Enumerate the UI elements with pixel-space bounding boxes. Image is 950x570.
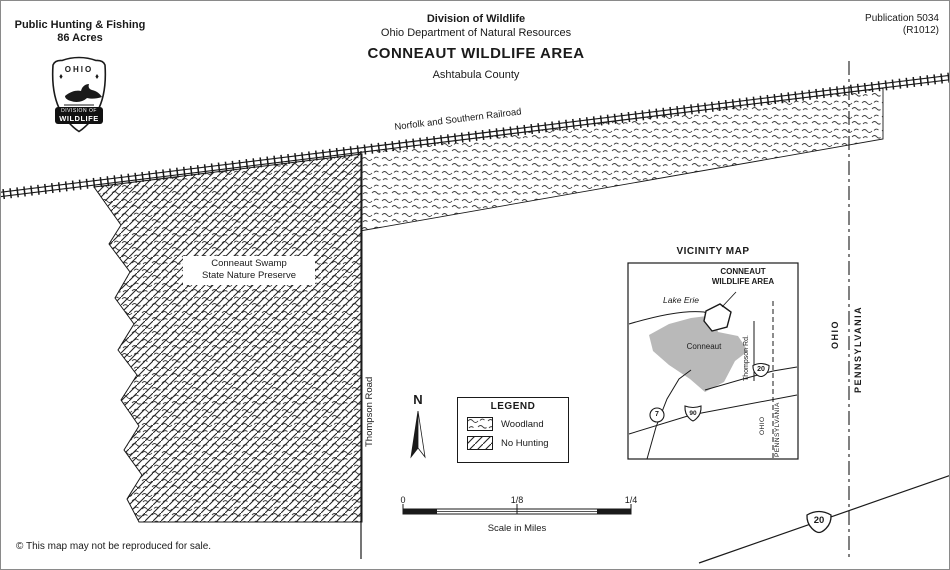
badge-star-right	[95, 74, 99, 79]
vicinity-area-line2: WILDLIFE AREA	[711, 277, 775, 286]
publication-number: Publication 5034	[865, 13, 939, 24]
header-left-line1: Public Hunting & Fishing	[14, 19, 146, 31]
vicinity-route7-label: 7	[655, 411, 659, 418]
scale-bar	[402, 504, 632, 515]
legend-title: LEGEND	[490, 401, 536, 412]
agency-department: Ohio Department of Natural Resources	[380, 27, 572, 39]
interstate-90-shield	[684, 405, 702, 422]
state-label-pennsylvania: PENNSYLVANIA	[853, 305, 863, 393]
us-20-shield	[806, 510, 832, 534]
scale-caption: Scale in Miles	[487, 523, 547, 534]
vicinity-us20-shield	[752, 362, 770, 378]
duck-icon	[65, 84, 102, 102]
vicinity-area-line1: CONNEAUT	[720, 267, 766, 276]
badge-banner	[55, 107, 103, 124]
railroad-line	[1, 72, 949, 200]
vicinity-route7-road	[646, 369, 692, 460]
preserve-area-hatch	[93, 153, 363, 523]
wildlife-area-marker	[703, 303, 732, 332]
us-20-shield-label: 20	[813, 515, 825, 526]
vicinity-map	[627, 262, 799, 460]
woodland-swatch	[467, 417, 493, 431]
page-title: CONNEAUT WILDLIFE AREA	[367, 45, 585, 62]
legend-item-label: Woodland	[501, 418, 544, 430]
county-label: Ashtabula County	[432, 69, 520, 81]
wildlife-area-pointer	[721, 291, 737, 308]
conneaut-city-area	[649, 316, 748, 392]
state-label-ohio: OHIO	[830, 319, 840, 349]
scale-tick-0: 0	[400, 495, 406, 505]
route-7-marker	[649, 407, 665, 423]
vicinity-city-label: Conneaut	[686, 342, 722, 351]
vicinity-us20-label: 20	[757, 366, 765, 373]
badge-banner-line2: WILDLIFE	[59, 113, 99, 123]
vicinity-pennsylvania-label: PENNSYLVANIA	[774, 402, 781, 457]
preserve-label: Conneaut Swamp State Nature Preserve	[183, 256, 315, 285]
vicinity-ohio-label: OHIO	[759, 416, 766, 435]
badge-banner-line1: DIVISION OF	[61, 107, 97, 114]
vicinity-lake-label: Lake Erie	[663, 295, 699, 305]
woodland-area-north	[359, 87, 884, 232]
badge-star-left	[59, 74, 63, 79]
legend-item-no-hunting: No Hunting	[458, 436, 568, 450]
vicinity-i90-label: 90	[689, 409, 697, 417]
legend-item-label: No Hunting	[501, 437, 549, 449]
publication-revision: (R1012)	[902, 25, 939, 36]
badge-state-label: OHIO	[64, 65, 94, 74]
agency-division: Division of Wildlife	[426, 13, 526, 25]
vicinity-thompson-label: Thompson Rd.	[743, 335, 750, 381]
thompson-road-label: Thompson Road	[364, 376, 375, 447]
shoreline	[628, 311, 713, 325]
copyright-notice: © This map may not be reproduced for sal…	[16, 541, 212, 552]
header-left-line2: 86 Acres	[57, 32, 103, 44]
legend-box: LEGEND Woodland No Hunting	[457, 397, 569, 463]
odnr-badge-icon	[51, 56, 107, 133]
legend-item-woodland: Woodland	[458, 417, 568, 431]
north-label: N	[413, 392, 423, 407]
north-arrow-icon	[410, 410, 426, 459]
no-hunting-swatch	[467, 436, 493, 450]
vicinity-title: VICINITY MAP	[676, 246, 750, 257]
scale-tick-eighth: 1/8	[510, 495, 524, 505]
preserve-label-line2: State Nature Preserve	[202, 270, 296, 282]
preserve-label-line1: Conneaut Swamp	[211, 258, 287, 269]
scale-tick-quarter: 1/4	[624, 495, 638, 505]
